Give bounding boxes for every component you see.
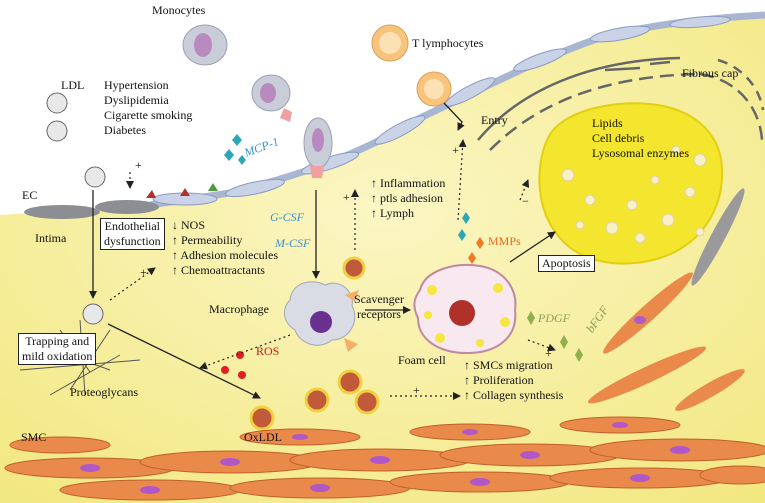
label-line: receptors [357,307,401,321]
necrotic-core [538,102,724,265]
effect-item: ↑ Permeability [172,233,243,247]
label-monocytes: Monocytes [152,3,206,17]
growth-factor-markers [527,311,583,362]
label-ec: EC [22,188,38,202]
risk-factor: Dyslipidemia [104,93,169,107]
adhesion-molecule-icon [208,183,218,191]
risk-factor: Hypertension [104,78,169,92]
label-intima: Intima [35,231,67,245]
label-entry: Entry [481,113,508,127]
migrating-smcs [587,188,745,411]
effect-item: ↑ SMCs migration [464,358,553,372]
foam-cell [413,264,517,355]
plus-sign: + [343,190,350,204]
label-mcsf: M-CSF [275,236,311,250]
inflammation-effects-list: ↑ Inflammation ↑ ptls adhesion ↑ Lymph [371,176,445,221]
label-line: Scavenger [354,292,404,306]
effect-item: ↑ Proliferation [464,373,534,387]
smc-layer [4,416,765,501]
box-line: dysfunction [104,234,161,248]
core-item: Lipids [592,116,623,130]
label-macrophage: Macrophage [209,302,269,316]
box-line: mild oxidation [22,349,93,363]
scavenger-receptors-label: Scavenger receptors [354,292,404,322]
core-contents-list: Lipids Cell debris Lysosomal enzymes [592,116,689,161]
label-pdgf: PDGF [538,311,570,325]
minus-sign: − [522,194,529,208]
dysfunction-effects-list: ↓ NOS ↑ Permeability ↑ Adhesion molecule… [172,218,278,278]
monocyte-transmigrating [303,117,333,178]
adhesion-molecule-icon [146,190,156,198]
ec-cell [24,205,100,219]
label-foam-cell: Foam cell [398,353,446,367]
box-line: Endothelial [104,219,160,233]
core-item: Lysosomal enzymes [592,146,689,160]
dysfunctional-ec-cell [95,200,159,214]
core-item: Cell debris [592,131,645,145]
effect-item: ↑ Inflammation [371,176,446,190]
mcp1-markers [224,134,470,241]
effect-item: ↑ Chemoattractants [172,263,265,277]
t-lymphocyte-cell [371,24,409,62]
fibrous-cap-fibers [477,56,765,151]
endothelial-cells [152,15,731,206]
smc-effects-list: ↑ SMCs migration ↑ Proliferation ↑ Colla… [464,358,563,403]
endothelial-dysfunction-box: Endothelial dysfunction [100,218,165,250]
plus-sign: + [545,346,552,360]
mmp-markers [468,237,484,264]
box-line: Trapping and [25,334,90,348]
label-fibrous-cap: Fibrous cap [682,66,739,80]
label-gcsf: G-CSF [270,210,304,224]
plus-sign: + [135,158,142,172]
monocyte-adhering [251,74,292,122]
label-proteoglycans: Proteoglycans [70,385,138,399]
smc-nuclei [80,422,690,494]
plus-sign: + [140,265,147,279]
ldl-particles [46,92,106,325]
apoptosis-box: Apoptosis [538,255,595,272]
t-lymphocyte-cell [416,71,452,107]
trapping-box: Trapping and mild oxidation [18,333,97,365]
label-ros: ROS [256,344,280,358]
label-t-lymphocytes: T lymphocytes [412,36,484,50]
macrophage-cell [284,281,359,352]
risk-factor: Cigarette smoking [104,108,193,122]
core-debris [561,145,707,244]
effect-item: ↑ ptls adhesion [371,191,443,205]
monocyte-cell [182,24,228,66]
ros-markers [221,351,246,379]
effect-item: ↑ Lymph [371,206,415,220]
label-smc: SMC [21,430,47,444]
label-oxldl: OxLDL [244,430,282,444]
plus-sign: + [413,383,420,397]
effect-item: ↑ Adhesion molecules [172,248,278,262]
label-mmps: MMPs [488,234,521,248]
effect-item: ↓ NOS [172,218,206,232]
label-ldl: LDL [61,78,85,92]
plus-sign: + [452,143,459,157]
oxldl-particles [249,256,380,431]
dotted-arrows [109,139,556,400]
risk-factor-list: Hypertension Dyslipidemia Cigarette smok… [104,78,192,138]
adhesion-molecule-icon [180,188,190,196]
risk-factor: Diabetes [104,123,146,137]
effect-item: ↑ Collagen synthesis [464,388,564,402]
pathway-arrows [89,102,556,399]
